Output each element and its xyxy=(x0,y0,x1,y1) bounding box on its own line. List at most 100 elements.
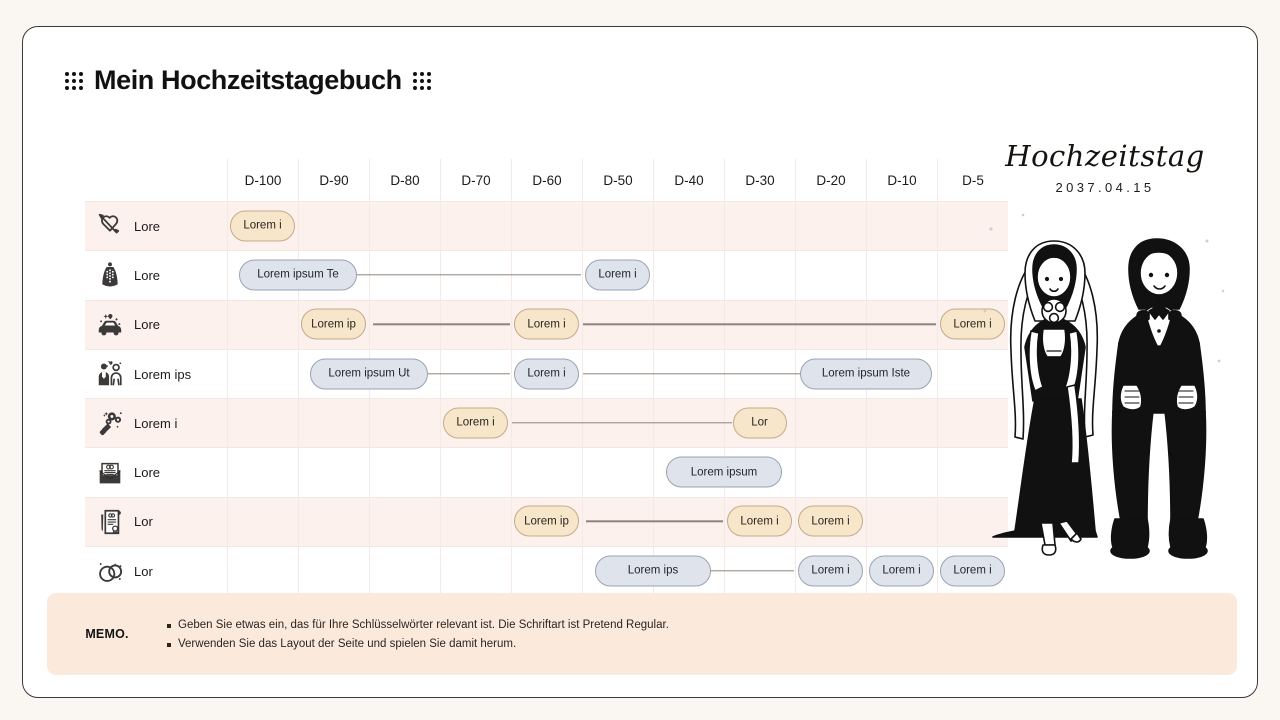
timeline-column-header: D-40 xyxy=(653,159,724,201)
timeline-cell xyxy=(724,546,795,596)
timeline-column-header: D-5 xyxy=(937,159,1008,201)
timeline-row-label-cell: Lor xyxy=(85,546,227,595)
timeline-cell xyxy=(937,348,1008,399)
timeline-cell xyxy=(582,496,653,547)
timeline-row: Lore xyxy=(85,201,1008,251)
timeline-cell xyxy=(440,546,511,596)
timeline-cell xyxy=(724,299,795,349)
timeline-cell xyxy=(653,546,724,596)
timeline-cell xyxy=(440,201,511,251)
timeline-cell xyxy=(866,348,937,399)
timeline-cell xyxy=(866,447,937,497)
timeline-cell xyxy=(369,250,440,300)
timeline-cell xyxy=(866,299,937,349)
timeline-row-label: Lor xyxy=(134,514,153,530)
heart-arrow-icon xyxy=(95,211,125,241)
timeline-cell xyxy=(724,250,795,300)
timeline-cell xyxy=(440,299,511,349)
timeline-cell xyxy=(582,398,653,448)
timeline-cell xyxy=(937,250,1008,300)
timeline-cell xyxy=(511,250,582,300)
timeline-cell xyxy=(653,348,724,399)
memo-item-text: Verwenden Sie das Layout der Seite und s… xyxy=(178,637,517,650)
timeline-column-header: D-20 xyxy=(795,159,866,201)
timeline-cell xyxy=(937,546,1008,596)
timeline-cell xyxy=(511,447,582,497)
timeline-cell xyxy=(369,348,440,399)
timeline-row-label-cell: Lore xyxy=(85,201,227,250)
wedding-car-icon xyxy=(95,310,125,340)
timeline-row-label-cell: Lore xyxy=(85,250,227,299)
memo-bullet-icon xyxy=(167,642,171,647)
timeline-cell xyxy=(369,496,440,547)
dot-grid-icon xyxy=(412,71,431,90)
timeline-cell xyxy=(724,398,795,448)
wedding-date: 2037.04.15 xyxy=(1055,180,1155,195)
timeline-row-label: Lore xyxy=(134,267,161,283)
timeline-cell xyxy=(511,546,582,596)
memo-title: MEMO. xyxy=(85,627,129,641)
timeline-cell xyxy=(937,398,1008,448)
timeline-cell xyxy=(298,299,369,349)
dot-grid-icon xyxy=(65,71,83,90)
timeline-cell xyxy=(440,496,511,547)
timeline-cell xyxy=(369,299,440,349)
timeline-cell xyxy=(369,201,440,251)
timeline-cell xyxy=(653,250,724,300)
timeline-cell xyxy=(511,201,582,251)
memo-item: Verwenden Sie das Layout der Seite und s… xyxy=(167,638,669,650)
timeline-cell xyxy=(582,447,653,497)
bouquet-icon xyxy=(95,408,125,438)
timeline-cell xyxy=(866,201,937,251)
timeline-cell xyxy=(227,201,298,251)
timeline-cell xyxy=(724,201,795,251)
timeline-cell xyxy=(653,299,724,349)
timeline-cell xyxy=(227,496,298,547)
timeline-cell xyxy=(582,250,653,300)
timeline-cell xyxy=(937,299,1008,349)
timeline-cell xyxy=(582,546,653,596)
timeline-cell xyxy=(937,201,1008,251)
timeline-row: Lore xyxy=(85,250,1008,300)
timeline-cell xyxy=(795,201,866,251)
timeline-row: Lor xyxy=(85,496,1008,547)
timeline-row-label: Lore xyxy=(134,465,161,481)
timeline-column-header: D-80 xyxy=(369,159,440,201)
timeline-cell xyxy=(582,201,653,251)
timeline-cell xyxy=(369,398,440,448)
timeline-cell xyxy=(653,496,724,547)
timeline-cell xyxy=(795,447,866,497)
wedding-rings-icon xyxy=(95,556,125,586)
timeline-row-label: Lorem ips xyxy=(134,366,192,382)
timeline-column-header: D-60 xyxy=(511,159,582,201)
memo-bullet-icon xyxy=(167,623,171,628)
timeline-row-label: Lorem i xyxy=(134,415,178,431)
timeline-row-label-cell: Lorem i xyxy=(85,398,227,447)
timeline-cell xyxy=(937,447,1008,497)
timeline-row-label: Lor xyxy=(134,563,153,579)
timeline-cell xyxy=(298,398,369,448)
timeline-cell xyxy=(511,299,582,349)
memo-item-text: Geben Sie etwas ein, das für Ihre Schlüs… xyxy=(178,618,669,631)
timeline-cell xyxy=(298,201,369,251)
timeline-row-label-cell: Lor xyxy=(85,496,227,546)
timeline-cell xyxy=(227,348,298,399)
timeline-cell xyxy=(724,348,795,399)
timeline-cell xyxy=(795,496,866,547)
timeline-cell xyxy=(440,250,511,300)
timeline-cell xyxy=(511,348,582,399)
timeline-column-header: D-90 xyxy=(298,159,369,201)
timeline-cell xyxy=(795,546,866,596)
timeline-cell xyxy=(298,496,369,547)
timeline-column-header: D-70 xyxy=(440,159,511,201)
timeline-row: Lorem ips xyxy=(85,348,1008,399)
timeline-row-label-cell: Lore xyxy=(85,299,227,349)
timeline-row: Lore xyxy=(85,299,1008,349)
timeline-row-label-cell: Lore xyxy=(85,447,227,496)
timeline-cell xyxy=(227,299,298,349)
timeline-cell xyxy=(511,496,582,547)
timeline-cell xyxy=(298,348,369,399)
page-title: Mein Hochzeitstagebuch xyxy=(65,65,431,96)
